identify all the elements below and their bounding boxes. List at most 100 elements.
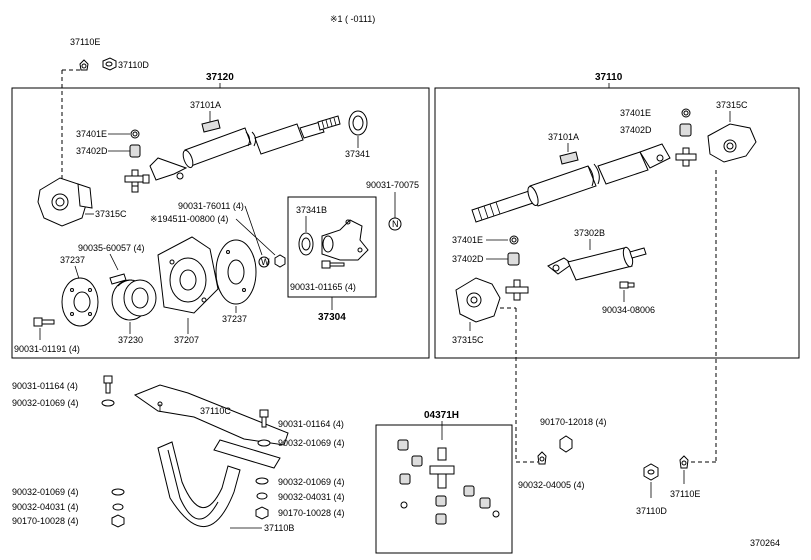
group-label-repair-kit[interactable]: 37304 (318, 312, 346, 323)
bolt-90031-01164-a[interactable] (103, 375, 113, 394)
label-90031-01191[interactable]: 90031-01191 (4) (14, 344, 80, 354)
label-37110D-bottom[interactable]: 37110D (636, 506, 667, 516)
washer-194511[interactable]: W (258, 256, 270, 268)
nut-90170-10028-b[interactable] (111, 514, 125, 528)
label-90032-04031-b[interactable]: 90032-04031 (4) (12, 502, 79, 512)
flange-plate-37237-right[interactable] (215, 239, 257, 305)
spider-kit-04371H[interactable] (397, 439, 500, 525)
label-37101A-right[interactable]: 37101A (548, 132, 579, 142)
strap-37110B[interactable] (157, 441, 241, 528)
label-90034-08006[interactable]: 90034-08006 (602, 305, 655, 315)
nut-90031-76011[interactable] (274, 254, 286, 268)
label-37315C-r2[interactable]: 37315C (452, 335, 484, 345)
lock-washer-90032-04031-b[interactable] (112, 503, 124, 511)
label-90031-70075[interactable]: 90031-70075 (366, 180, 419, 190)
label-194511-00800[interactable]: ※194511-00800 (4) (150, 214, 228, 224)
label-37401E-left[interactable]: 37401E (76, 129, 107, 139)
flange-yoke-37315C-left[interactable] (37, 177, 93, 227)
snap-ring-37401E-r1[interactable] (681, 108, 691, 118)
label-37341B[interactable]: 37341B (296, 205, 327, 215)
label-37110B[interactable]: 37110B (264, 523, 294, 533)
flange-yoke-37315C-r1[interactable] (707, 123, 757, 163)
bracket-37110C[interactable] (133, 384, 289, 469)
svg-text:W: W (261, 257, 270, 267)
label-37401E-r2[interactable]: 37401E (452, 235, 483, 245)
label-90032-01069-b[interactable]: 90032-01069 (4) (278, 438, 345, 448)
slip-yoke-37302B[interactable] (547, 246, 647, 281)
label-90170-12018[interactable]: 90170-12018 (4) (540, 417, 607, 427)
spider-r2[interactable] (505, 279, 529, 301)
nut-90031-70075[interactable]: N (388, 217, 402, 231)
flange-yoke-37315C-r2[interactable] (455, 277, 501, 323)
washer-90032-04005[interactable] (537, 451, 547, 465)
label-90032-01069-a[interactable]: 90032-01069 (4) (12, 398, 79, 408)
propeller-shaft-tube-rear[interactable] (149, 115, 341, 181)
snap-ring-37401E-r2[interactable] (509, 235, 519, 245)
label-37207[interactable]: 37207 (174, 335, 199, 345)
dust-seal-37341[interactable] (348, 110, 368, 136)
lock-washer-90032-04031-a[interactable] (256, 492, 268, 500)
bolt-90031-01165[interactable] (321, 260, 345, 269)
balance-weight-37101A-right[interactable] (559, 151, 579, 165)
label-37302B[interactable]: 37302B (574, 228, 605, 238)
bearing-kit-box (375, 424, 513, 554)
bearing-37402D-left[interactable] (129, 144, 141, 158)
label-37237-a[interactable]: 37237 (60, 255, 85, 265)
center-support-37207[interactable] (157, 236, 219, 314)
label-37230[interactable]: 37230 (118, 335, 143, 345)
label-37401E-r1[interactable]: 37401E (620, 108, 651, 118)
spider-r1[interactable] (675, 147, 697, 167)
label-90032-01069-d[interactable]: 90032-01069 (4) (12, 487, 79, 497)
label-37341[interactable]: 37341 (345, 149, 370, 159)
label-37237-b[interactable]: 37237 (222, 314, 247, 324)
label-90032-04005[interactable]: 90032-04005 (4) (518, 480, 585, 490)
label-90032-01069-c[interactable]: 90032-01069 (4) (278, 477, 345, 487)
bolt-90031-01164-b[interactable] (259, 409, 269, 428)
label-37402D-r2[interactable]: 37402D (452, 254, 484, 264)
washer-90032-01069-a[interactable] (101, 399, 115, 407)
label-90031-76011[interactable]: 90031-76011 (4) (178, 201, 244, 211)
companion-flange[interactable] (321, 219, 369, 261)
label-37315C-r1[interactable]: 37315C (716, 100, 748, 110)
nut-90170-10028-a[interactable] (255, 506, 269, 520)
header-note: ※1 ( -0111) (330, 14, 375, 24)
bearing-37402D-r1[interactable] (679, 123, 692, 137)
nut-37110E-top[interactable] (79, 59, 89, 71)
label-37110D-top[interactable]: 37110D (118, 60, 149, 70)
label-90170-10028-a[interactable]: 90170-10028 (4) (278, 508, 345, 518)
center-bearing-37230[interactable] (111, 279, 157, 321)
group-label-bearing-kit[interactable]: 04371H (424, 410, 459, 421)
washer-90032-01069-b[interactable] (257, 439, 271, 447)
label-90035-60057[interactable]: 90035-60057 (4) (78, 243, 145, 253)
front-shaft-box (434, 87, 800, 359)
label-37110C[interactable]: 37110C (200, 406, 231, 416)
label-90170-10028-b[interactable]: 90170-10028 (4) (12, 516, 79, 526)
label-37110E-bottom[interactable]: 37110E (670, 489, 700, 499)
nut-90170-12018[interactable] (559, 435, 573, 453)
label-37315C-left[interactable]: 37315C (95, 209, 127, 219)
nut-37110D-bottom[interactable] (643, 463, 659, 481)
washer-37110E-bottom[interactable] (679, 455, 689, 469)
grease-fitting-90034[interactable] (619, 281, 635, 289)
bearing-37402D-r2[interactable] (507, 252, 520, 266)
label-37402D-left[interactable]: 37402D (76, 146, 108, 156)
nut-37110D-top[interactable] (102, 57, 117, 71)
balance-weight-37101A-left[interactable] (201, 119, 221, 133)
seal-37341B[interactable] (298, 232, 314, 256)
label-37101A-left[interactable]: 37101A (190, 100, 221, 110)
label-90031-01164-b[interactable]: 90031-01164 (4) (278, 419, 344, 429)
label-37110E-top[interactable]: 37110E (70, 37, 100, 47)
label-90031-01164-a[interactable]: 90031-01164 (4) (12, 381, 78, 391)
bolt-90031-01191[interactable] (33, 317, 55, 327)
snap-ring-37401E-left[interactable] (130, 129, 140, 139)
label-37402D-r1[interactable]: 37402D (620, 125, 652, 135)
washer-90032-01069-c[interactable] (255, 477, 269, 485)
group-label-rear-shaft[interactable]: 37120 (206, 72, 234, 83)
group-label-front-shaft[interactable]: 37110 (595, 72, 623, 83)
label-90032-04031-a[interactable]: 90032-04031 (4) (278, 492, 345, 502)
flange-plate-37237-left[interactable] (61, 277, 99, 327)
label-90031-01165[interactable]: 90031-01165 (4) (290, 282, 356, 292)
spider-left[interactable] (124, 169, 150, 193)
washer-90032-01069-d[interactable] (111, 488, 125, 496)
propeller-shaft-tube-front[interactable] (471, 143, 671, 223)
